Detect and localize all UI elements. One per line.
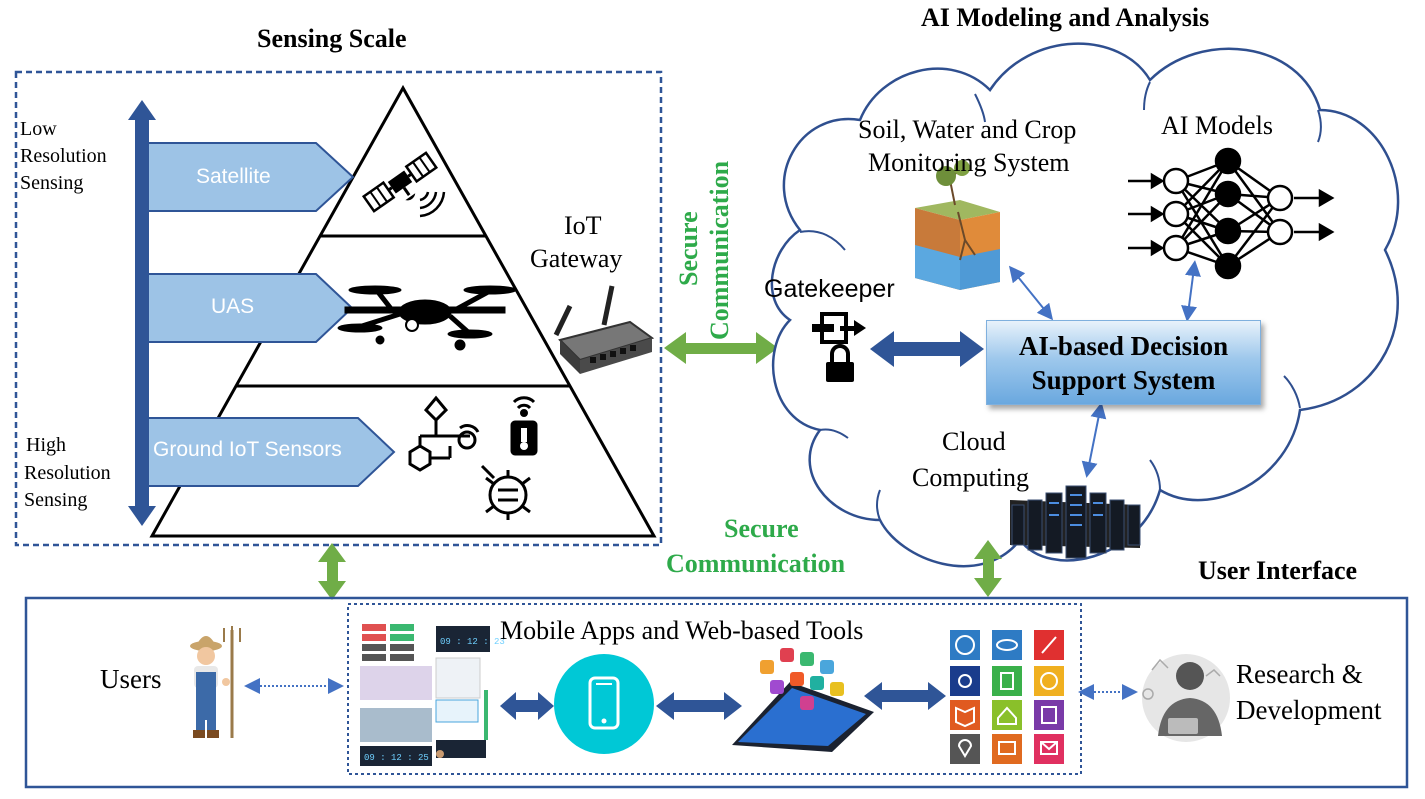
uas-label: UAS [211, 295, 255, 318]
secure-comm-vertical-line-1: Secure [674, 211, 703, 286]
soil-profile-icon [915, 160, 1000, 290]
farmer-icon [190, 626, 241, 738]
iot-gateway-label-line-2: Gateway [530, 244, 623, 273]
cloud-computing-line-1: Cloud [942, 427, 1006, 456]
cloud-ui-arrow [974, 540, 1002, 597]
satellite-label: Satellite [196, 165, 271, 188]
monitoring-system-line-2: Monitoring System [868, 148, 1070, 177]
sensing-ui-arrow [318, 543, 346, 600]
sensing-scale-title: Sensing Scale [257, 24, 407, 53]
rnd-line-2: Development [1236, 695, 1382, 725]
high-resolution-line-1: High [26, 434, 66, 456]
low-resolution-line-3: Sensing [20, 172, 84, 194]
cloud-inner-lobes [799, 81, 1322, 521]
dss-line-1: AI-based Decision [1018, 331, 1229, 361]
rnd-line-1: Research & [1236, 659, 1363, 689]
ground-sensors-tier-arrow [147, 417, 396, 487]
secure-comm-vertical-line-2: Communication [705, 160, 734, 340]
gatekeeper-icon [812, 312, 866, 382]
app-mockups-left [360, 624, 490, 766]
low-resolution-line-2: Resolution [20, 145, 107, 167]
secure-communication-vertical: Secure Communication [663, 130, 743, 370]
app-store-icon [732, 648, 874, 752]
low-resolution-line-1: Low [20, 118, 57, 140]
uas-tier-arrow [147, 273, 354, 343]
resolution-arrow [128, 100, 156, 526]
high-resolution-line-2: Resolution [24, 462, 111, 484]
gatekeeper-label: Gatekeeper [764, 275, 895, 303]
phone-appstore-arrow [656, 692, 742, 720]
appstore-icons-arrow [864, 682, 946, 710]
user-interface-title: User Interface [1198, 556, 1358, 585]
dss-cloud-connector [1081, 402, 1107, 478]
drone-icon [337, 285, 517, 351]
ai-modeling-title: AI Modeling and Analysis [921, 3, 1210, 32]
soil-dss-connector [1008, 265, 1054, 321]
iot-sensor-network-icon [408, 395, 480, 472]
tool-icon-grid [950, 630, 1064, 764]
wireless-thermometer-icon [510, 396, 538, 456]
users-label: Users [100, 664, 162, 694]
cloud-computing-line-2: Computing [912, 463, 1030, 492]
high-resolution-line-3: Sensing [24, 489, 88, 511]
satellite-signal-icon [419, 191, 446, 218]
ai-models-label: AI Models [1161, 111, 1273, 140]
sensing-scale-frame [14, 70, 663, 547]
research-developer-icon [1142, 654, 1230, 742]
iot-gateway-label-line-1: IoT [564, 211, 602, 240]
iot-gateway-router-icon [553, 285, 655, 374]
decision-support-system-box: AI-based Decision Support System [986, 320, 1261, 405]
satellite-tier-arrow [147, 142, 355, 212]
server-rack-icon [1010, 485, 1141, 559]
gatekeeper-dss-arrow [870, 331, 984, 367]
ground-iot-sensors-label: Ground IoT Sensors [153, 438, 342, 461]
apps-tools-title: Mobile Apps and Web-based Tools [500, 616, 864, 645]
dss-line-2: Support System [1031, 365, 1216, 395]
neural-network-icon [1128, 147, 1335, 280]
user-interface-frame [24, 596, 1409, 789]
soil-sensor-icon [480, 464, 531, 520]
models-dss-connector [1181, 260, 1201, 322]
secure-comm-bottom-line-1: Secure [724, 514, 799, 543]
secure-comm-bottom-line-2: Communication [666, 549, 846, 578]
monitoring-system-line-1: Soil, Water and Crop [858, 115, 1077, 144]
satellite-icon [361, 151, 439, 213]
mockup-time-bottom: 09 : 12 : 25 [364, 753, 429, 763]
gateway-gatekeeper-arrow [664, 332, 778, 364]
mockups-phone-arrow [500, 692, 554, 720]
mobile-phone-icon [554, 654, 654, 754]
ai-cloud-outline [770, 42, 1400, 568]
mockup-time-top: 09 : 12 : 23 [440, 637, 505, 647]
